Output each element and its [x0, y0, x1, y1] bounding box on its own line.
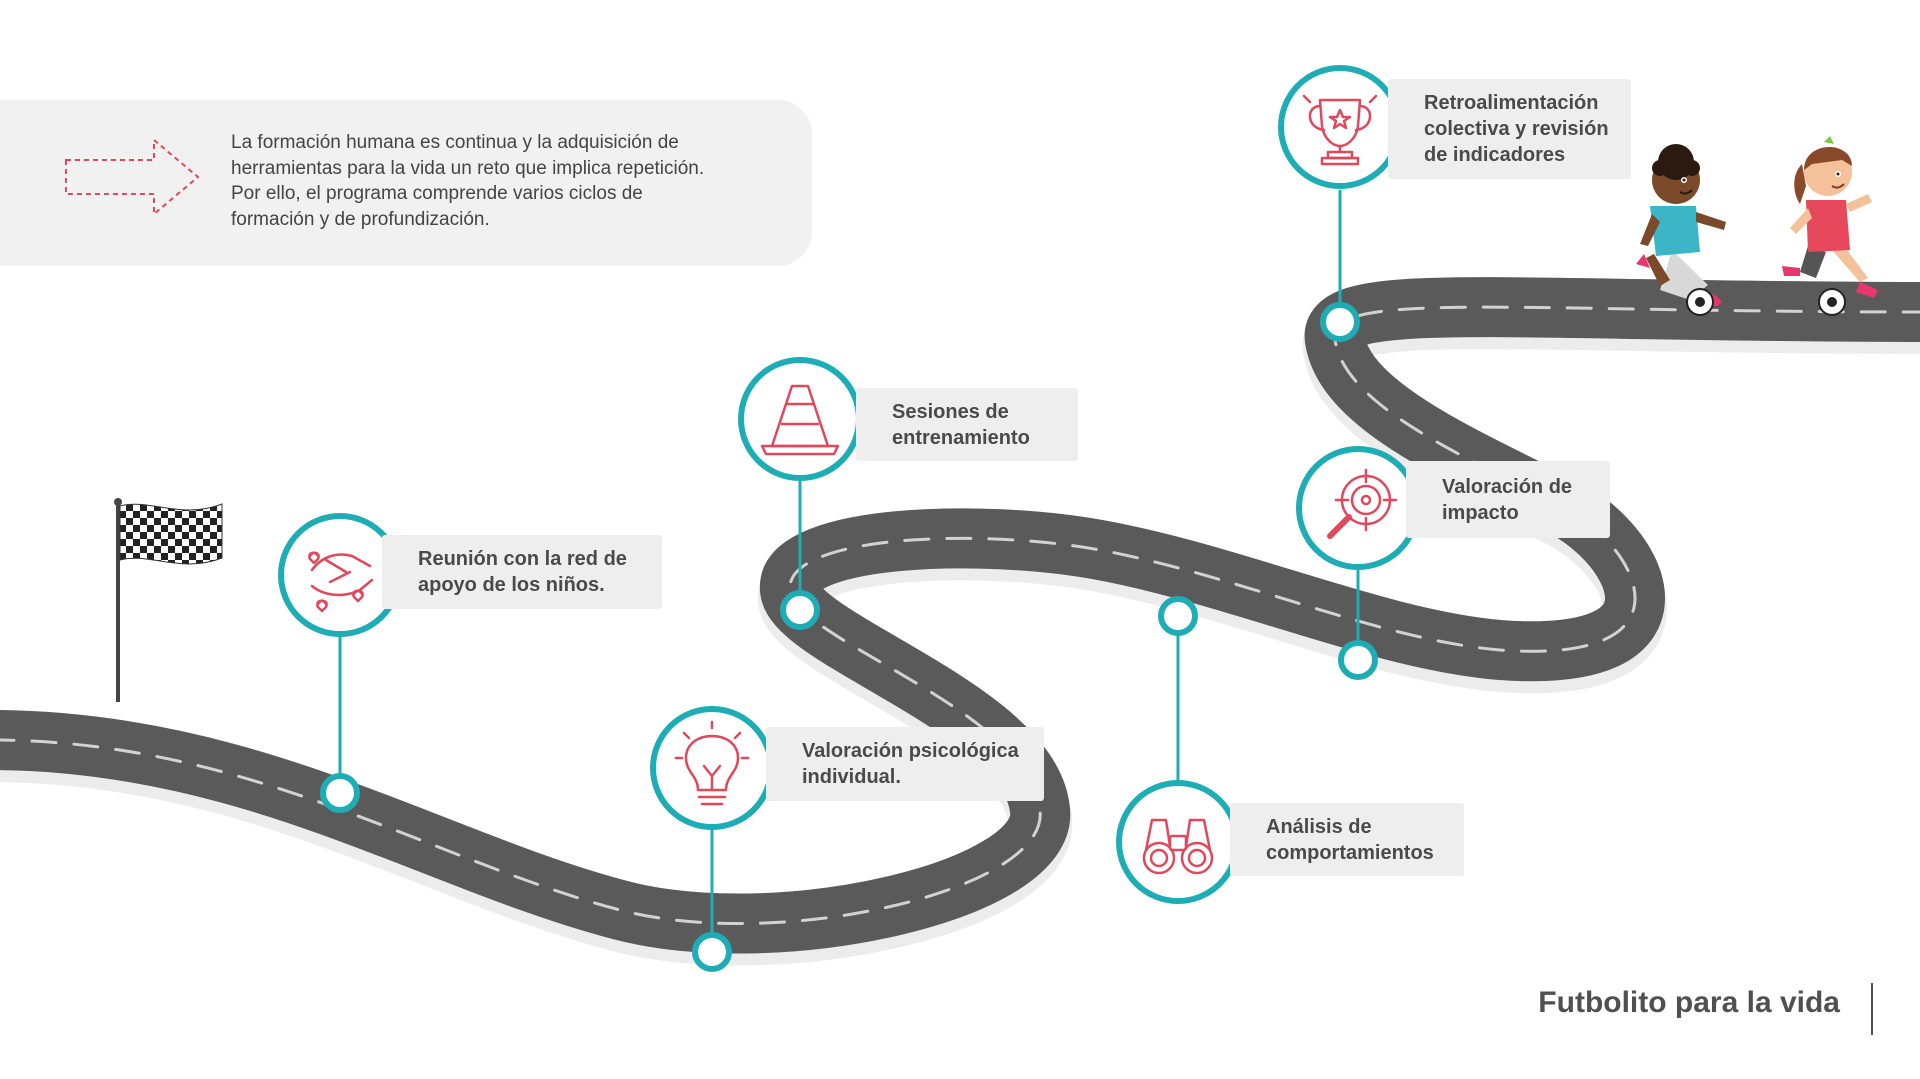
dashed-arrow-icon	[65, 137, 200, 217]
step-circle	[738, 357, 862, 481]
step-label-valoracion-psicologica: Valoración psicológica individual.	[766, 727, 1044, 801]
step-connector	[780, 477, 820, 630]
step-label-line: apoyo de los niños.	[418, 574, 605, 596]
intro-text-line: formación y de profundización.	[231, 208, 490, 230]
children-playing-soccer	[1636, 136, 1878, 316]
brand-name: Futbolito para la vida	[1538, 986, 1840, 1019]
step-label-line: impacto	[1442, 501, 1519, 524]
step-connector	[1320, 190, 1360, 342]
step-circle	[1278, 65, 1402, 189]
step-label-line: Retroalimentación	[1424, 92, 1599, 114]
step-label-line: colectiva y revisión	[1424, 118, 1609, 140]
binoculars-icon	[1142, 818, 1214, 875]
step-connector	[1338, 570, 1378, 680]
step-connector	[320, 635, 360, 813]
step-label-line: Sesiones de	[892, 400, 1009, 423]
road-lane-marking	[0, 305, 1920, 926]
intro-text: La formación humana es continua y la adq…	[231, 130, 791, 232]
step-label-analisis-comportamientos: Análisis de comportamientos	[1230, 803, 1464, 876]
traffic-cone-icon	[760, 384, 840, 456]
step-label-line: Valoración de	[1442, 475, 1573, 498]
checkered-flag-icon	[114, 498, 223, 702]
magnifier-target-icon	[1327, 468, 1398, 539]
step-label-line: de indicadores	[1424, 144, 1566, 166]
step-label-retroalimentacion: Retroalimentación colectiva y revisión de …	[1388, 79, 1631, 179]
step-label-red-de-apoyo: Reunión con la red de apoyo de los niños.	[382, 535, 662, 609]
step-label-sesiones-entrenamiento: Sesiones de entrenamiento	[856, 388, 1078, 461]
intro-callout	[0, 100, 812, 266]
trophy-icon	[1302, 94, 1378, 166]
step-circle	[1116, 780, 1240, 904]
step-connector	[1158, 596, 1198, 785]
step-label-line: comportamientos	[1266, 841, 1434, 864]
helping-hands-icon	[308, 551, 374, 613]
intro-text-line: La formación humana es continua y la adq…	[231, 132, 679, 153]
step-label-line: Reunión con la red de	[418, 548, 627, 570]
step-label-line: individual.	[802, 766, 901, 788]
intro-text-line: Por ello, el programa comprende varios c…	[231, 183, 643, 204]
step-connector	[692, 828, 732, 972]
lightbulb-icon	[674, 720, 750, 806]
step-label-valoracion-impacto: Valoración de impacto	[1406, 461, 1610, 538]
step-label-line: Análisis de	[1266, 815, 1372, 838]
step-label-line: Valoración psicológica	[802, 740, 1019, 762]
intro-text-line: herramientas para la vida un reto que im…	[231, 157, 705, 179]
brand-divider	[1871, 983, 1873, 1035]
player-boy	[1636, 144, 1726, 316]
step-label-line: entrenamiento	[892, 426, 1030, 449]
step-circle	[1296, 446, 1420, 570]
player-girl	[1782, 136, 1878, 316]
